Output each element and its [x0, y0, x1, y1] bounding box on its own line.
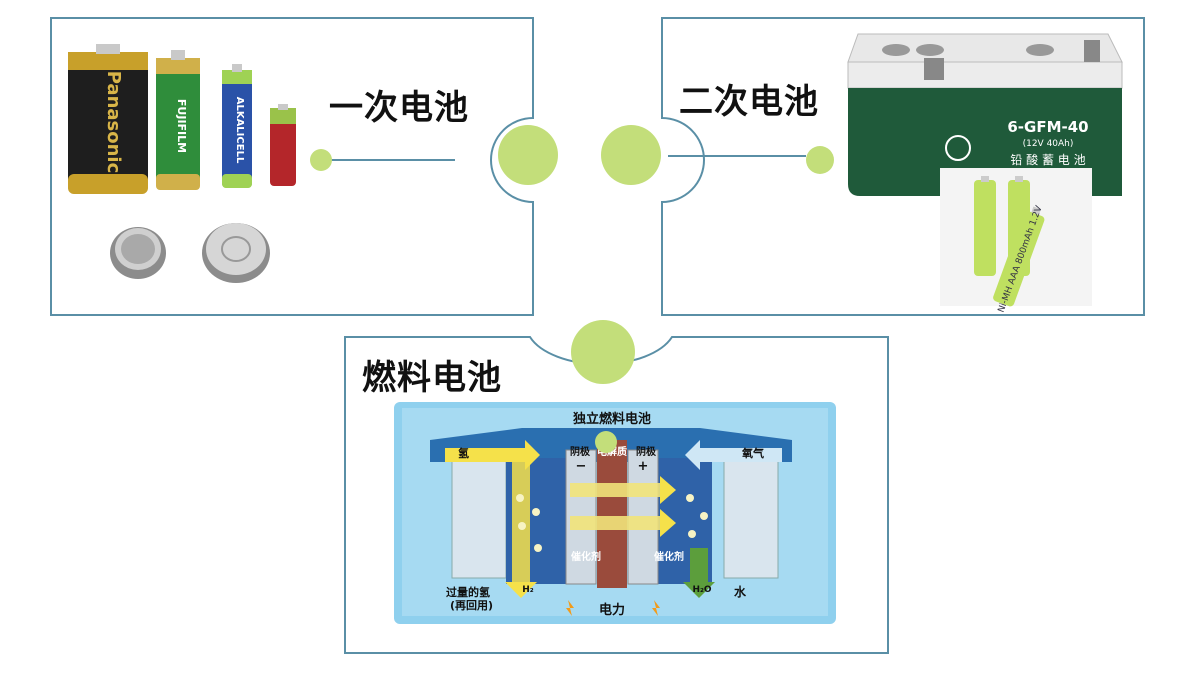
lead-acid-spec-label: (12V 40Ah): [1023, 139, 1074, 149]
hydrogen-in-label: 氢: [458, 446, 469, 460]
minus-label: −: [576, 459, 587, 474]
secondary-battery-title: 二次电池: [679, 82, 819, 122]
excess-hydrogen-label: 过量的氢: [446, 585, 490, 599]
plus-label: +: [638, 459, 649, 474]
connector-dot-left: [310, 149, 332, 171]
cathode-label: 阴极: [636, 445, 657, 458]
h2-label: H₂: [522, 585, 534, 595]
fuel-cell-title-heading: 燃料电池: [362, 358, 502, 398]
catalyst-left-label: 催化剂: [571, 550, 601, 563]
lead-acid-model-label: 6-GFM-40: [1007, 118, 1088, 136]
fuel-cell-diagram: 独立燃料电池 氢 氧气 阴极 电解质: [394, 402, 836, 624]
primary-batteries-picture: Panasonic FUJIFILM ALKALICELL: [68, 44, 296, 283]
power-label: 电力: [599, 602, 625, 618]
water-label: 水: [734, 584, 747, 599]
diagram-accent-dot: [595, 431, 617, 453]
connector-circle-left: [498, 125, 558, 185]
fujifilm-label: FUJIFILM: [175, 99, 188, 153]
nimh-batteries-picture: Ni-MH AAA 800mAh 1.2V: [940, 168, 1092, 314]
panasonic-label: Panasonic: [103, 71, 124, 174]
connector-circle-bottom: [571, 320, 635, 384]
catalyst-right-label: 催化剂: [654, 550, 684, 563]
primary-battery-title: 一次电池: [329, 88, 469, 128]
anode-label: 阴极: [570, 445, 591, 458]
recycled-label: (再回用): [450, 598, 493, 612]
fuel-cell-title: 独立燃料电池: [573, 411, 651, 427]
oxygen-in-label: 氧气: [741, 446, 764, 460]
h2o-label: H₂O: [692, 585, 711, 595]
lead-acid-name-label: 铅 酸 蓄 电 池: [1010, 152, 1085, 167]
alkalicell-label: ALKALICELL: [234, 97, 245, 164]
connector-dot-right: [806, 146, 834, 174]
connector-circle-right: [601, 125, 661, 185]
